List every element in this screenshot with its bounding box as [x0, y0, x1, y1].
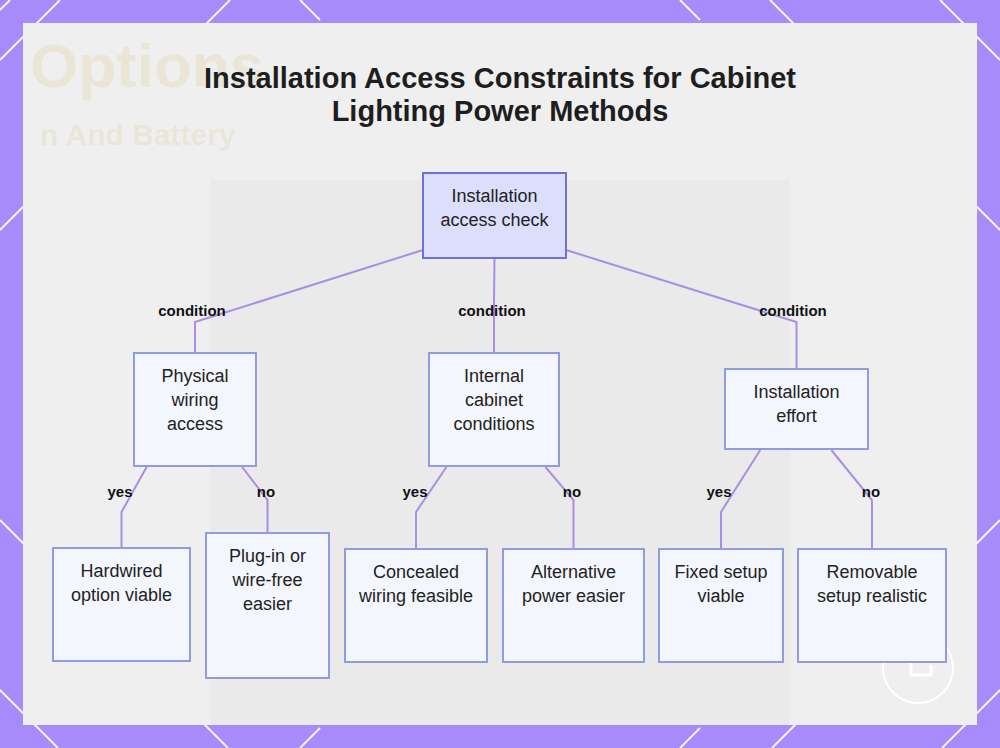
node-text: Installation access check — [430, 184, 559, 232]
node-text: Removable setup realistic — [805, 560, 939, 608]
connector-line — [122, 467, 147, 547]
watermark-text: n And Battery — [40, 118, 236, 152]
node-text: Installation effort — [732, 380, 861, 428]
node-text: Fixed setup viable — [666, 560, 776, 608]
connector-line — [545, 467, 573, 548]
edge-label: no — [862, 483, 880, 500]
outcome-box: Removable setup realistic — [797, 548, 947, 663]
outcome-box: Hardwired option viable — [52, 547, 191, 662]
edge-label: condition — [759, 302, 827, 319]
edge-label: condition — [158, 302, 226, 319]
condition-box: Physical wiring access — [133, 352, 257, 467]
node-text: Alternative power easier — [510, 560, 637, 608]
edge-label: no — [257, 483, 275, 500]
node-text: Concealed wiring feasible — [352, 560, 480, 608]
node-text: Hardwired option viable — [60, 559, 183, 607]
root-box: Installation access check — [422, 172, 567, 259]
outcome-box: Fixed setup viable — [658, 548, 784, 663]
condition-box: Installation effort — [724, 368, 869, 450]
edge-label: condition — [458, 302, 526, 319]
outcome-box: Concealed wiring feasible — [344, 548, 488, 663]
edge-label: no — [563, 483, 581, 500]
connector-line — [242, 467, 267, 532]
panel — [23, 23, 977, 725]
connector-line — [416, 467, 446, 548]
node-text: Internal cabinet conditions — [436, 364, 552, 436]
edge-label: yes — [107, 483, 132, 500]
edge-label: yes — [402, 483, 427, 500]
edge-label: yes — [706, 483, 731, 500]
outcome-box: Plug-in or wire-free easier — [205, 532, 330, 679]
node-text: Plug-in or wire-free easier — [213, 544, 322, 616]
node-text: Physical wiring access — [141, 364, 249, 436]
connector-line — [195, 250, 422, 352]
condition-box: Internal cabinet conditions — [428, 352, 560, 467]
diagram-title: Installation Access Constraints for Cabi… — [200, 62, 800, 128]
outcome-box: Alternative power easier — [502, 548, 645, 663]
